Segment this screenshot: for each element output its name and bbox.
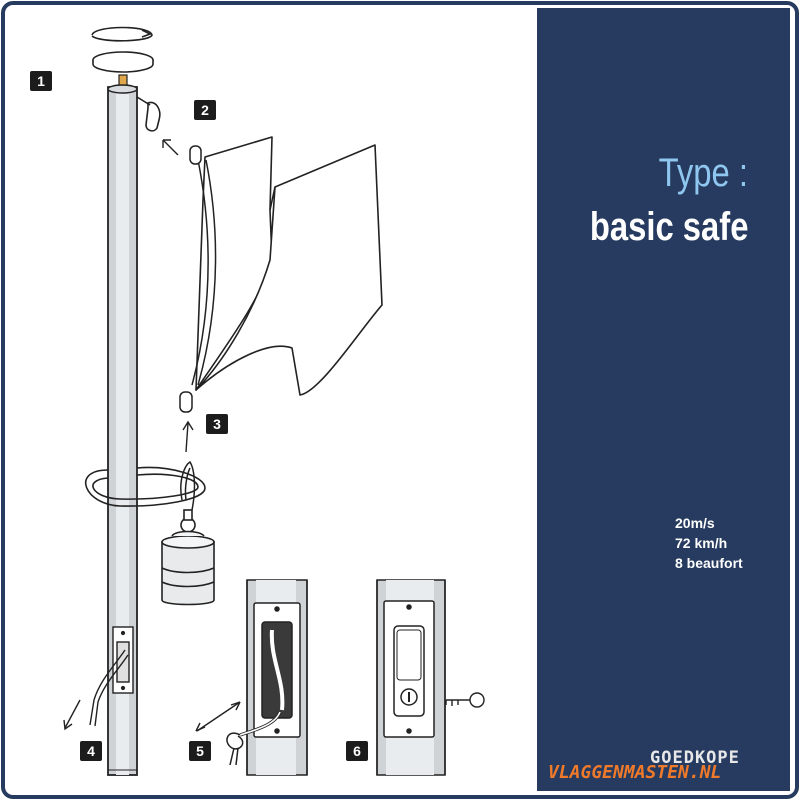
up-arrow-icon	[162, 139, 179, 156]
flag-top-clip	[189, 145, 202, 165]
rotate-arrow-icon	[91, 26, 153, 42]
hatch-rope	[89, 649, 129, 727]
pole-cap	[92, 51, 154, 73]
carabiner-top	[136, 96, 161, 132]
double-arrow-icon	[195, 701, 241, 732]
weight-rope	[180, 460, 196, 511]
flag-rope	[191, 159, 217, 386]
step-3-badge: 3	[206, 414, 228, 434]
down-arrow-icon	[63, 699, 81, 731]
wind-speed-ms: 20m/s	[675, 515, 715, 531]
step-5-badge: 5	[189, 741, 211, 761]
logo-text-bottom: VLAGGENMASTEN.NL	[548, 762, 722, 783]
step-4-badge: 4	[80, 741, 102, 761]
logo-text-top: GOEDKOPE	[650, 748, 740, 768]
wind-beaufort: 8 beaufort	[675, 555, 743, 571]
step-1-badge: 1	[30, 71, 52, 91]
flag-bottom-clip	[179, 391, 193, 413]
type-label: Type :	[658, 151, 748, 195]
info-panel: Type : basic safe 20m/s 72 km/h 8 beaufo…	[537, 8, 790, 791]
detail-hatch-open	[226, 579, 308, 776]
wind-speed-kmh: 72 km/h	[675, 535, 728, 551]
flag	[195, 136, 383, 396]
detail-hatch-closed	[376, 579, 446, 776]
type-value: basic safe	[589, 205, 748, 249]
key-icon	[445, 692, 485, 708]
up-arrow-icon	[182, 420, 194, 453]
step-2-badge: 2	[194, 100, 216, 120]
bottom-weight	[161, 509, 215, 606]
pole-hatch	[112, 626, 134, 694]
step-6-badge: 6	[346, 741, 368, 761]
weight-ring	[85, 466, 206, 507]
